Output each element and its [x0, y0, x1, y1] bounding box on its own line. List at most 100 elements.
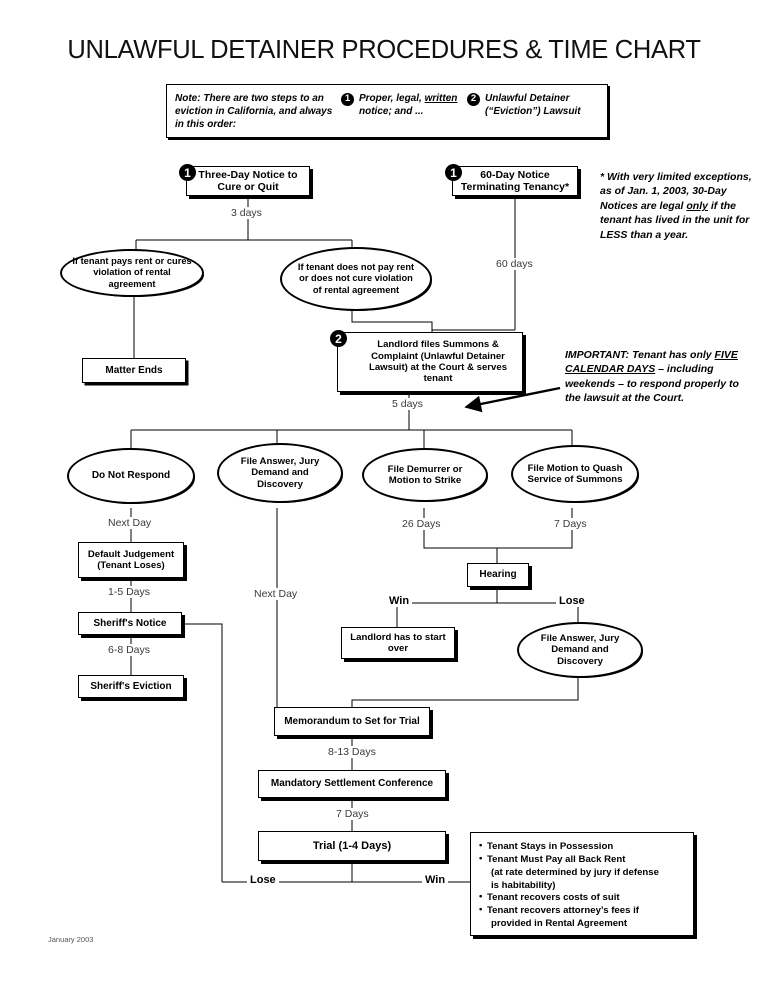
page-title: UNLAWFUL DETAINER PROCEDURES & TIME CHAR… [67, 36, 701, 64]
note-step-2-text: Unlawful Detainer (“Eviction”) Lawsuit [485, 93, 581, 118]
node-sixty-day-notice[interactable]: 60-Day Notice Terminating Tenancy* [452, 166, 578, 196]
edge-label-win-hearing: Win [386, 595, 413, 607]
edge-label-five-days: 5 days [389, 398, 426, 410]
edge-label-next-day-left: Next Day [105, 517, 155, 529]
outcome-item: • Tenant Stays in Possession [479, 840, 687, 854]
edge-label-7-days-quash: 7 Days [551, 518, 590, 530]
node-sixty-day-notice-label: 60-Day Notice Terminating Tenancy* [460, 168, 570, 193]
outcome-item-label: Tenant Stays in Possession [487, 841, 614, 852]
edge-label-lose-hearing: Lose [556, 595, 588, 607]
node-hearing[interactable]: Hearing [467, 563, 529, 587]
node-tenant-pays[interactable]: If tenant pays rent or cures violation o… [60, 249, 204, 297]
note-box: Note: There are two steps to an eviction… [166, 84, 608, 138]
node-three-day-notice-label: Three-Day Notice to Cure or Quit [198, 168, 298, 193]
badge-three-day: 1 [179, 164, 196, 181]
node-do-not-respond-label: Do Not Respond [91, 470, 171, 481]
important-underlined: FIVE CALENDAR DAYS [565, 349, 738, 376]
node-three-day-notice[interactable]: Three-Day Notice to Cure or Quit [186, 166, 310, 196]
important-text-b: – including weekends – to respond proper… [565, 363, 739, 405]
node-mandatory-conference-label: Mandatory Settlement Conference [270, 778, 434, 790]
bullet-icon: • [479, 891, 483, 903]
node-trial[interactable]: Trial (1-4 Days) [258, 831, 446, 861]
step-2-badge: 2 [467, 93, 480, 106]
node-tenant-pays-label: If tenant pays rent or cures violation o… [72, 256, 192, 289]
step-1-badge: 1 [341, 93, 354, 106]
node-hearing-label: Hearing [479, 569, 517, 581]
outcome-box: • Tenant Stays in Possession • Tenant Must … [470, 832, 694, 936]
outcome-item: • Tenant recovers costs of suit [479, 891, 687, 905]
note-step-1-text-b: notice; and ... [359, 106, 424, 118]
node-memorandum[interactable]: Memorandum to Set for Trial [274, 707, 430, 736]
footnote-30day: * With very limited exceptions, as of Ja… [600, 170, 752, 242]
edge-lose-to-sheriffnotice [159, 619, 223, 882]
edge-label-lose-trial: Lose [247, 874, 279, 886]
edge-label-6-8-days: 6-8 Days [105, 644, 154, 656]
note-intro: Note: There are two steps to an eviction… [175, 93, 333, 131]
note-step-1-text-a: Proper, legal, [359, 93, 425, 104]
important-note-arrow [464, 386, 561, 413]
edge-demurrer-hearing [423, 508, 498, 563]
node-landlord-start-over-label: Landlord has to start over [350, 631, 446, 654]
node-file-answer-jury[interactable]: File Answer, Jury Demand and Discovery [217, 443, 343, 503]
bullet-icon: • [479, 852, 483, 864]
note-step-2: 2 Unlawful Detainer (“Eviction”) Lawsuit [467, 92, 605, 118]
node-file-demurrer[interactable]: File Demurrer or Motion to Strike [362, 448, 488, 502]
edge-label-8-13-days: 8-13 Days [325, 746, 379, 758]
node-landlord-files[interactable]: Landlord files Summons & Complaint (Unla… [337, 332, 523, 392]
outcome-item-label: is habitability) [491, 879, 556, 891]
node-file-motion-quash[interactable]: File Motion to Quash Service of Summons [511, 445, 639, 503]
node-trial-label: Trial (1-4 Days) [312, 839, 392, 852]
node-matter-ends-label: Matter Ends [105, 364, 163, 376]
node-memorandum-label: Memorandum to Set for Trial [284, 715, 420, 727]
edge-label-next-day-mid: Next Day [251, 588, 301, 600]
node-sheriffs-notice-label: Sheriff's Notice [93, 617, 167, 629]
outcome-item: • Tenant Must Pay all Back Rent [479, 852, 687, 867]
edge-label-sixty-days: 60 days [493, 258, 536, 270]
node-matter-ends[interactable]: Matter Ends [82, 358, 186, 383]
node-mandatory-conference[interactable]: Mandatory Settlement Conference [258, 770, 446, 798]
node-file-demurrer-label: File Demurrer or Motion to Strike [387, 463, 463, 487]
edge-label-three-days: 3 days [228, 207, 265, 219]
badge-landlord-files: 2 [330, 330, 347, 347]
outcome-item-label: Tenant Must Pay all Back Rent [487, 853, 626, 865]
outcome-item: •is habitability) [479, 880, 687, 893]
outcome-item-label: provided in Rental Agreement [491, 918, 628, 930]
node-file-answer-jury-2-label: File Answer, Jury Demand and Discovery [540, 632, 620, 667]
edge-notpay-landlord [351, 310, 433, 332]
edge-label-win-trial: Win [422, 874, 449, 886]
node-tenant-does-not-pay-label: If tenant does not pay rent or does not … [297, 262, 415, 295]
outcome-item-label: Tenant recovers costs of suit [487, 892, 620, 904]
outcome-item-label: (at rate determined by jury if defense [491, 866, 659, 878]
important-text-a: IMPORTANT: Tenant has only [565, 349, 715, 361]
node-default-judgement[interactable]: Default Judgement (Tenant Loses) [78, 542, 184, 578]
badge-sixty-day: 1 [445, 164, 462, 181]
node-sheriffs-eviction-label: Sheriff's Eviction [90, 680, 172, 692]
edge-label-26-days: 26 Days [399, 518, 444, 530]
outcome-list: • Tenant Stays in Possession • Tenant Must … [471, 833, 693, 931]
outcome-item: •(at rate determined by jury if defense [479, 867, 687, 880]
note-step-1: 1 Proper, legal, written notice; and ... [341, 92, 469, 118]
bullet-icon: • [479, 904, 483, 916]
node-landlord-files-label: Landlord files Summons & Complaint (Unla… [368, 339, 508, 385]
node-do-not-respond[interactable]: Do Not Respond [67, 448, 195, 504]
node-file-answer-jury-label: File Answer, Jury Demand and Discovery [240, 455, 320, 490]
footnote-underlined: only [686, 199, 708, 212]
bullet-icon: • [479, 840, 483, 851]
footer-date: January 2003 [48, 935, 94, 944]
node-landlord-start-over[interactable]: Landlord has to start over [341, 627, 455, 659]
node-sheriffs-eviction[interactable]: Sheriff's Eviction [78, 675, 184, 698]
edge-fileanswer2-memo [351, 676, 579, 707]
outcome-item: •provided in Rental Agreement [479, 918, 687, 931]
node-tenant-does-not-pay[interactable]: If tenant does not pay rent or does not … [280, 247, 432, 311]
outcome-item: • Tenant recovers attorney’s fees if [479, 904, 687, 918]
note-step-1-underlined: written [424, 93, 458, 104]
important-note: IMPORTANT: Tenant has only FIVE CALENDAR… [565, 348, 750, 406]
node-file-motion-quash-label: File Motion to Quash Service of Summons [527, 462, 623, 486]
node-sheriffs-notice[interactable]: Sheriff's Notice [78, 612, 182, 635]
node-default-judgement-label: Default Judgement (Tenant Loses) [87, 548, 175, 571]
edge-label-7-days-trial: 7 Days [333, 808, 372, 820]
footnote-text: * With very limited exceptions, as of Ja… [600, 171, 752, 241]
node-file-answer-jury-2[interactable]: File Answer, Jury Demand and Discovery [517, 622, 643, 678]
outcome-item-label: Tenant recovers attorney’s fees if [487, 905, 639, 917]
